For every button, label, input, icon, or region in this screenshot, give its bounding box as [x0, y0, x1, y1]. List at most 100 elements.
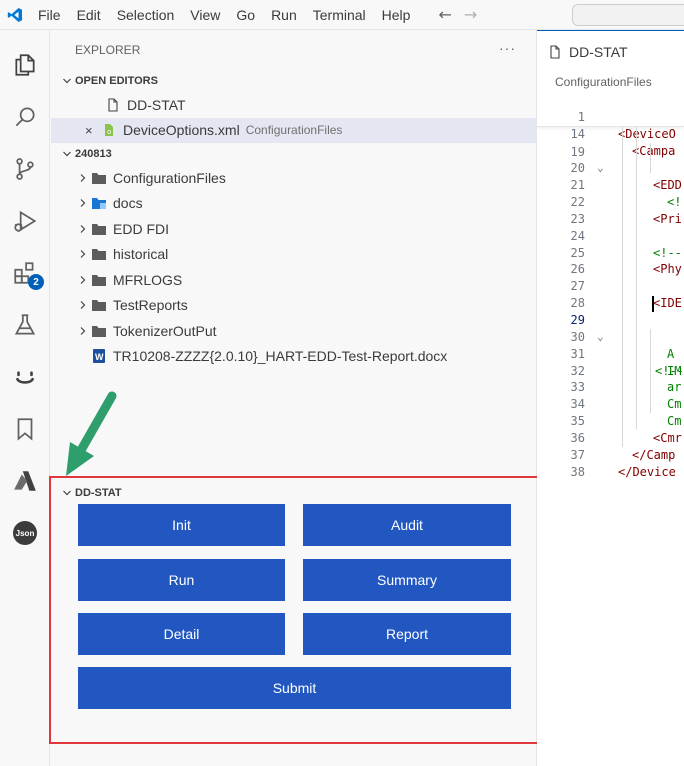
- bookmark-icon[interactable]: [0, 406, 50, 452]
- menu-terminal[interactable]: Terminal: [312, 6, 366, 23]
- open-editor-item[interactable]: DD-STAT: [51, 92, 536, 118]
- code-line: 32 ar: [570, 363, 682, 395]
- code-line: 28: [570, 296, 585, 311]
- json-extension-icon[interactable]: Json: [0, 510, 50, 556]
- code-line: 27 <IDE: [570, 279, 682, 311]
- menu-bar: File Edit Selection View Go Run Terminal…: [0, 0, 684, 30]
- text-cursor: [652, 296, 654, 313]
- folder-item[interactable]: docs: [51, 191, 536, 217]
- explorer-header: EXPLORER ···: [51, 30, 536, 70]
- menu-view[interactable]: View: [190, 6, 221, 23]
- code-view[interactable]: 1 <DeviceO 14 <Campa 19 ⌄ <EDD 20: [537, 92, 684, 479]
- menu-run[interactable]: Run: [271, 6, 297, 23]
- menu-selection[interactable]: Selection: [116, 6, 175, 23]
- svg-text:o: o: [107, 128, 111, 136]
- code-line: 36 </Camp: [570, 430, 676, 462]
- menu-edit[interactable]: Edit: [76, 6, 101, 23]
- open-editors-section[interactable]: OPEN EDITORS: [51, 70, 536, 92]
- folder-item[interactable]: historical: [51, 242, 536, 268]
- indent-guide: [636, 126, 637, 430]
- code-lines: 19 ⌄ <EDD 20 21 <! 22 <Pri 23 24: [537, 126, 684, 479]
- forward-arrow-icon[interactable]: →: [463, 5, 478, 24]
- audit-button[interactable]: Audit: [303, 504, 511, 546]
- back-arrow-icon[interactable]: ←: [438, 5, 452, 24]
- breadcrumb[interactable]: ConfigurationFiles: [555, 75, 652, 89]
- highlight-box-annotation: [49, 476, 550, 744]
- close-icon[interactable]: ×: [85, 122, 93, 138]
- code-line: 37 </Device: [570, 447, 676, 479]
- editor-tabbar: DD-STAT: [537, 30, 684, 72]
- folder-icon: [91, 323, 107, 339]
- indent-guide: [622, 126, 623, 447]
- code-line: 19 ⌄ <EDD: [570, 144, 682, 193]
- azure-icon[interactable]: [0, 458, 50, 504]
- extensions-icon[interactable]: 2: [0, 250, 50, 296]
- docs-folder-icon: [91, 195, 107, 211]
- vscode-logo-icon: [0, 0, 30, 30]
- folder-icon: [91, 246, 107, 262]
- folder-item[interactable]: ConfigurationFiles: [51, 165, 536, 191]
- editor-area: DD-STAT ConfigurationFiles 1 <DeviceO 14…: [537, 30, 684, 766]
- chevron-right-icon: [75, 275, 91, 285]
- workspace-section[interactable]: 240813: [51, 143, 536, 165]
- menu-go[interactable]: Go: [236, 6, 256, 23]
- chevron-right-icon: [75, 249, 91, 259]
- code-line: 22 <Pri: [570, 195, 682, 226]
- fold-chevron-icon[interactable]: ⌄: [597, 161, 604, 175]
- code-line: 35 <Cmr: [570, 414, 682, 445]
- word-document-icon: W: [91, 348, 107, 364]
- preview-file-icon: [105, 97, 121, 113]
- source-control-icon[interactable]: [0, 146, 50, 192]
- summary-button[interactable]: Summary: [303, 559, 511, 601]
- chevron-down-icon: [59, 76, 75, 86]
- tab-ddstat[interactable]: DD-STAT: [537, 30, 684, 72]
- menu-file[interactable]: File: [38, 6, 61, 23]
- ddstat-section-header[interactable]: DD-STAT: [59, 482, 122, 504]
- folder-item[interactable]: EDD FDI: [51, 216, 536, 242]
- menu-help[interactable]: Help: [381, 6, 411, 23]
- init-button[interactable]: Init: [78, 504, 285, 546]
- folder-icon: [91, 170, 107, 186]
- open-editor-item[interactable]: × o DeviceOptions.xml ConfigurationFiles: [51, 117, 536, 143]
- folder-item[interactable]: TokenizerOutPut: [51, 318, 536, 344]
- chevron-right-icon: [75, 326, 91, 336]
- detail-button[interactable]: Detail: [78, 613, 285, 655]
- code-line: 23: [570, 211, 585, 226]
- folder-icon: [91, 272, 107, 288]
- folder-item[interactable]: MFRLOGS: [51, 267, 536, 293]
- command-center-search[interactable]: [572, 4, 684, 26]
- code-line: 14 <Campa: [570, 126, 676, 158]
- green-arrow-annotation: [66, 391, 117, 476]
- activity-bar: 2 Json: [0, 30, 50, 766]
- code-line: 1 <DeviceO: [577, 109, 676, 141]
- smiley-extension-icon[interactable]: [0, 354, 50, 400]
- more-actions-icon[interactable]: ···: [499, 40, 516, 56]
- svg-text:W: W: [95, 352, 104, 362]
- explorer-files-icon[interactable]: [0, 42, 50, 88]
- folder-icon: [91, 221, 107, 237]
- submit-button[interactable]: Submit: [78, 667, 511, 709]
- sticky-scroll: 1 <DeviceO 14 <Campa: [537, 92, 684, 158]
- xml-file-icon: o: [101, 122, 117, 138]
- run-debug-icon[interactable]: [0, 198, 50, 244]
- file-item[interactable]: W TR10208-ZZZZ{2.0.10}_HART-EDD-Test-Rep…: [51, 344, 536, 370]
- code-line: 25 <Phy: [570, 245, 682, 277]
- preview-file-icon: [547, 44, 563, 60]
- code-line: 24 <!--: [570, 228, 682, 260]
- code-line: 33 Cm: [570, 380, 682, 412]
- code-line: 26: [570, 262, 585, 277]
- fold-chevron-icon[interactable]: ⌄: [597, 329, 604, 343]
- chevron-right-icon: [75, 198, 91, 208]
- indent-guide: [650, 328, 651, 413]
- code-line: 34 Cm: [570, 397, 682, 429]
- code-line: 38: [570, 464, 585, 479]
- testing-flask-icon[interactable]: [0, 302, 50, 348]
- report-button[interactable]: Report: [303, 613, 511, 655]
- search-icon[interactable]: [0, 94, 50, 140]
- extensions-badge: 2: [28, 274, 44, 290]
- run-button[interactable]: Run: [78, 559, 285, 601]
- chevron-right-icon: [75, 224, 91, 234]
- explorer-title: EXPLORER: [75, 43, 141, 57]
- code-line: 30 A: [570, 329, 675, 361]
- folder-item[interactable]: TestReports: [51, 293, 536, 319]
